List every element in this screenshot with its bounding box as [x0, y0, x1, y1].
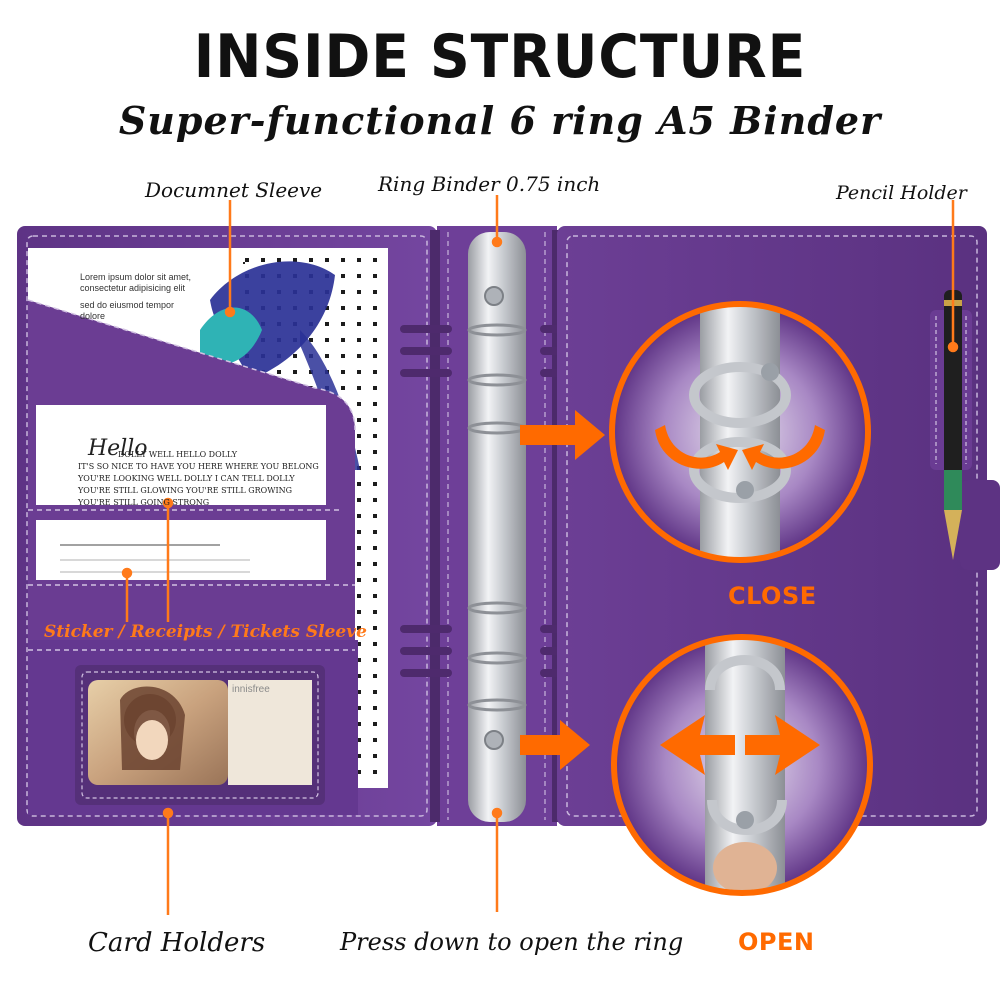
receipt-card [36, 405, 326, 545]
pen [944, 290, 962, 480]
card-brand: innisfree [232, 684, 270, 695]
callout-ring-binder: Ring Binder 0.75 inch [378, 172, 601, 196]
callout-card-holders: Card Holders [88, 928, 266, 958]
hello-title: Hello [88, 436, 148, 461]
lorem-line: sed do eiusmod tempor [80, 300, 175, 310]
callout-press-down: Press down to open the ring [340, 928, 684, 956]
rings [467, 323, 527, 712]
page-subtitle: Super-functional 6 ring A5 Binder [118, 98, 882, 143]
page-title: INSIDE STRUCTURE [193, 22, 807, 92]
lorem-line: Lorem ipsum dolor sit amet, [80, 272, 192, 282]
callout-sticker-sleeve: Sticker / Receipts / Tickets Sleeve [44, 622, 367, 642]
hello-line: YOU'RE STILL GLOWING YOU'RE STILL GROWIN… [78, 486, 292, 495]
arrow-to-open [520, 720, 590, 770]
close-zoom [612, 304, 868, 560]
hello-line: YOU'RE STILL GOING STRONG [78, 498, 210, 507]
callout-document-sleeve: Documnet Sleeve [145, 178, 323, 202]
hello-line: IT'S SO NICE TO HAVE YOU HERE WHERE YOU … [78, 462, 319, 471]
hello-line: YOU'RE LOOKING WELL DOLLY I CAN TELL DOL… [78, 474, 295, 483]
ring-mechanism [468, 232, 526, 822]
lorem-text: Lorem ipsum dolor sit amet, consectetur … [80, 272, 191, 322]
lorem-line: dolore [80, 311, 106, 321]
lorem-line: consectetur adipisicing elit [80, 283, 186, 293]
callout-pencil-holder: Pencil Holder [836, 182, 967, 204]
hello-line: DOLLY WELL HELLO DOLLY [118, 450, 238, 459]
open-label: OPEN [738, 928, 815, 956]
open-zoom [614, 637, 870, 893]
arrow-to-close [520, 410, 605, 460]
callout-lines [121, 195, 959, 915]
close-label: CLOSE [728, 582, 817, 610]
